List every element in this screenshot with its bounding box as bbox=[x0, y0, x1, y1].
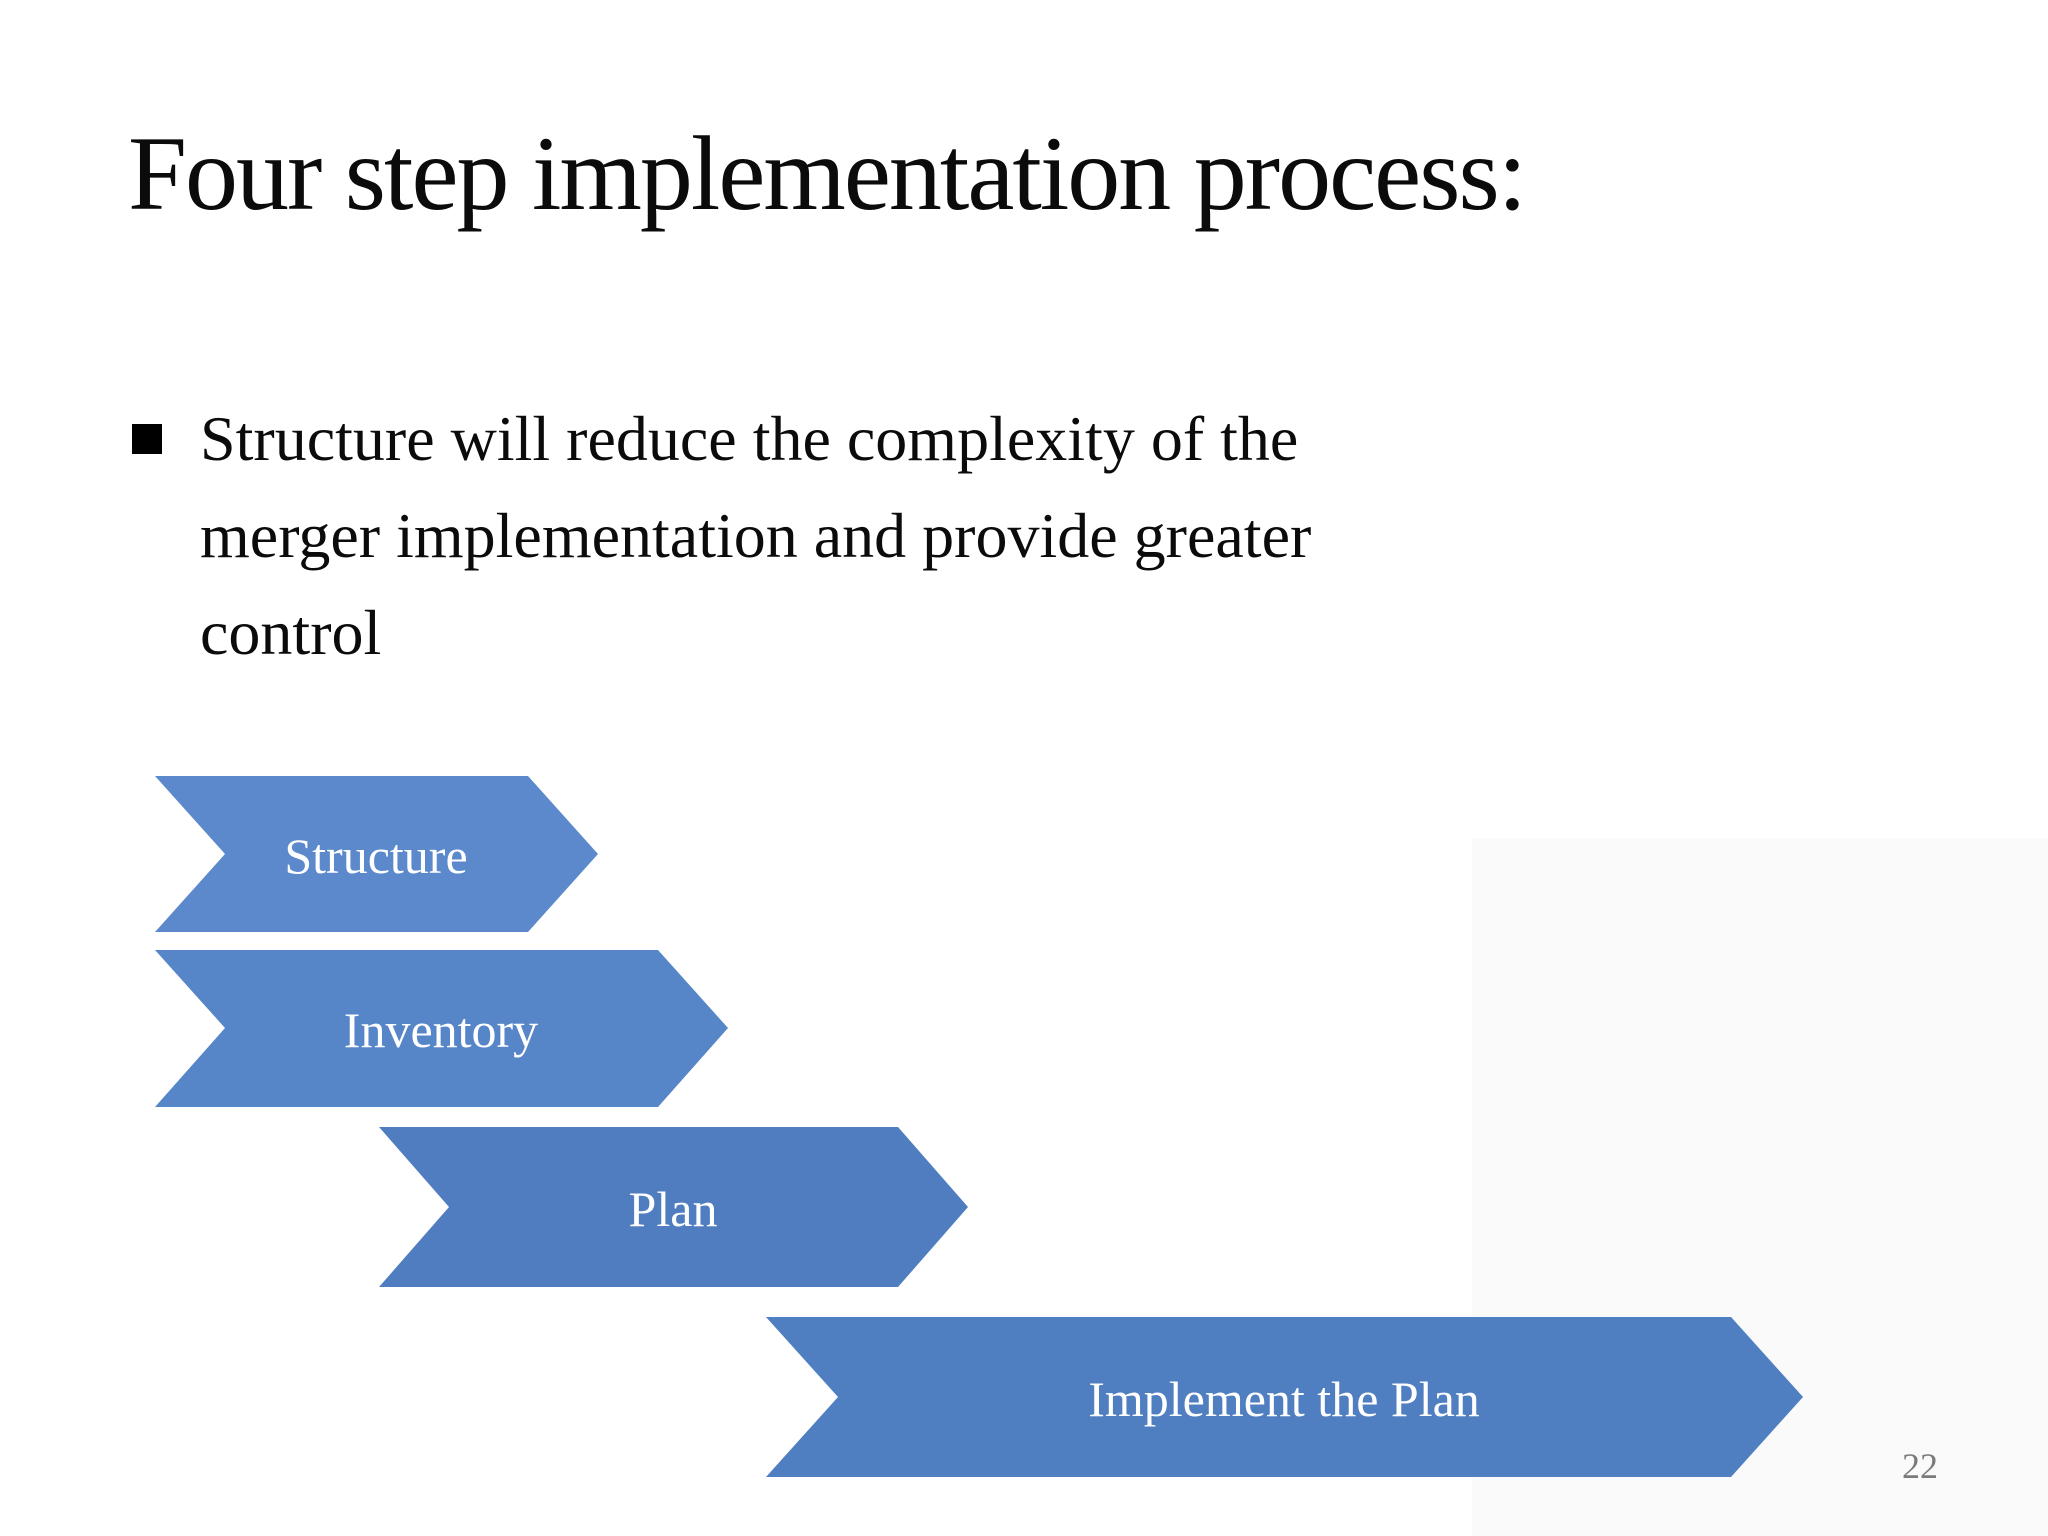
process-arrow-label: Plan bbox=[629, 1181, 718, 1237]
bullet-marker bbox=[132, 424, 162, 454]
page-number: 22 bbox=[1902, 1446, 1938, 1486]
process-arrow-implement bbox=[766, 1317, 1803, 1477]
bullet-line: merger implementation and provide greate… bbox=[200, 500, 1312, 571]
process-arrow-label: Structure bbox=[284, 828, 467, 884]
process-arrow-structure bbox=[155, 776, 598, 932]
process-arrow-plan bbox=[379, 1127, 968, 1287]
page-title: Four step implementation process: bbox=[128, 115, 1527, 232]
bullet-line: Structure will reduce the complexity of … bbox=[200, 403, 1299, 474]
process-arrow-label: Inventory bbox=[344, 1002, 538, 1058]
process-arrow-label: Implement the Plan bbox=[1088, 1371, 1480, 1427]
process-arrow-inventory bbox=[155, 950, 728, 1107]
bullet-line: control bbox=[200, 597, 382, 668]
bullet-text: Structure will reduce the complexity of … bbox=[200, 390, 1800, 681]
